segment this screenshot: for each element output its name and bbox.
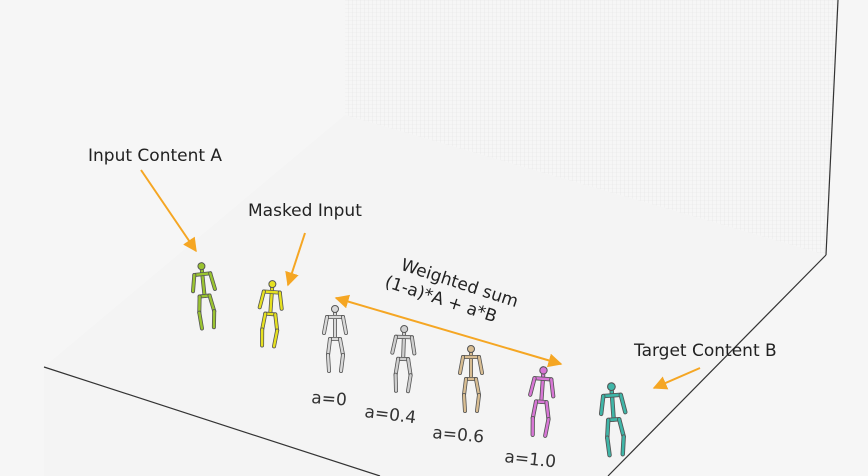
figure-alpha-04-bone [406, 374, 412, 393]
figure-alpha-06 [458, 345, 484, 413]
floor-edge-front [43, 366, 381, 476]
figure-input-content-bone [198, 311, 204, 330]
figure-alpha-06-bone [474, 377, 481, 397]
figure-alpha-0-bone [326, 337, 332, 357]
figure-target-content-bone [617, 417, 626, 438]
figure-alpha-10-bone [533, 376, 553, 381]
figure-alpha-06-bone [462, 377, 468, 397]
figure-alpha-0-bone [338, 337, 345, 357]
figure-alpha-0-bone [341, 315, 348, 335]
figure-alpha-10-bone [528, 376, 536, 396]
figure-masked-input-bone [260, 328, 264, 347]
target-content-label: Target Content B [633, 341, 777, 361]
figure-masked-input-bone [258, 290, 266, 309]
figure-input-content-bone [212, 309, 216, 329]
figure-alpha-06-bone [477, 355, 484, 375]
alpha-label-06: a=0.6 [432, 423, 485, 447]
weighted-sum-double-arrow [334, 294, 563, 368]
figure-target-content-bone [601, 393, 623, 398]
figure-input-content-bone [193, 272, 212, 277]
figure-alpha-04-head [400, 325, 409, 334]
figure-masked-input-bone [262, 290, 281, 294]
figure-alpha-10-bone [550, 378, 555, 398]
figure-alpha-10-bone [543, 417, 550, 438]
figure-alpha-06-bone [475, 393, 481, 413]
figure-target-content-bone [619, 393, 627, 414]
figure-alpha-04-bone [391, 335, 398, 354]
figure-alpha-10 [528, 366, 556, 438]
figure-input-content [191, 262, 217, 331]
arrow-to-target [652, 367, 701, 390]
figure-alpha-0 [322, 305, 348, 373]
figure-masked-input-bone [274, 313, 279, 332]
figure-alpha-0-bone [322, 315, 329, 335]
figure-target-content-bone [599, 394, 605, 416]
figure-target-content-bone [621, 435, 626, 456]
figure-input-content-bone [208, 294, 216, 313]
figure-target-content-bone [605, 436, 611, 457]
figure-target-content [598, 382, 628, 458]
figure-alpha-04-bone [394, 335, 414, 339]
arrow-to-input [140, 169, 197, 253]
figure-target-content-bone [605, 418, 610, 440]
figure-masked-input-bone [272, 329, 279, 348]
figure-alpha-10-bone [531, 416, 535, 437]
figure-alpha-0-head [331, 305, 339, 313]
figure-alpha-06-head [467, 345, 475, 353]
back-wall [345, 0, 838, 255]
figure-alpha-10-bone [545, 400, 550, 421]
figure-masked-input-head [268, 280, 277, 289]
figure-alpha-04-bone [406, 357, 412, 377]
figure-masked-input-bone [278, 291, 283, 310]
figure-alpha-0-bone [326, 353, 331, 373]
masked-input-label: Masked Input [248, 201, 362, 221]
alpha-label-0: a=0 [311, 388, 348, 410]
figure-alpha-04-bone [394, 357, 400, 376]
figure-input-content-head [197, 262, 206, 271]
figure-input-content-bone [198, 295, 201, 314]
figure-alpha-0-bone [339, 353, 345, 373]
figure-input-content-bone [191, 273, 196, 293]
figure-alpha-06-bone [462, 393, 467, 413]
input-content-label: Input Content A [88, 146, 222, 166]
figure-masked-input [257, 280, 284, 349]
figure-target-content-head [606, 382, 616, 392]
figure-alpha-04-bone [394, 373, 398, 392]
figure-alpha-04-bone [410, 336, 416, 355]
figure-alpha-10-bone [531, 400, 538, 420]
figure-alpha-06-bone [458, 355, 465, 375]
figure-alpha-04 [390, 325, 417, 394]
arrow-to-masked [285, 232, 306, 287]
figure-masked-input-bone [260, 312, 267, 331]
floor-edge-right [607, 254, 827, 476]
figure-alpha-10-head [539, 366, 548, 375]
wall-edge-right [825, 0, 839, 256]
figure-input-content-bone [209, 272, 217, 291]
